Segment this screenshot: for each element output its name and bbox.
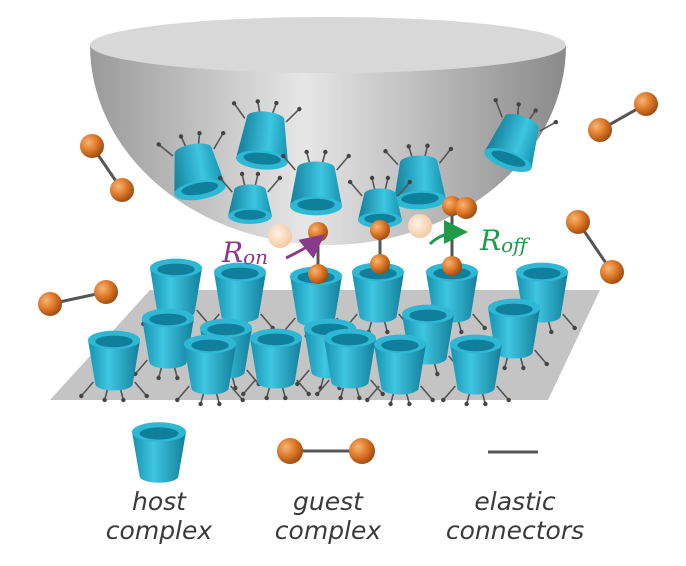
guest-bead (442, 256, 462, 276)
surface-host-cup (175, 334, 245, 407)
surface-host-cup (441, 334, 511, 407)
legend-host-cup (132, 422, 186, 483)
surface-host-cup (365, 334, 435, 407)
rate-on-label: Ron (221, 234, 325, 269)
sphere-host-cup (231, 99, 302, 170)
guest-bead (634, 92, 658, 116)
guest-bead (110, 178, 134, 202)
svg-text:Roff: Roff (479, 224, 531, 257)
sphere-host-cup (156, 130, 226, 201)
surface-host-complexes (79, 258, 577, 407)
sphere-host-cup (484, 97, 559, 173)
guest-bead (600, 260, 624, 284)
guest-bead (370, 254, 390, 274)
surface-host-cup (241, 328, 311, 401)
sphere-host-cup (383, 143, 454, 210)
legend-host-icon (132, 422, 186, 483)
legend-guest-icon (277, 438, 375, 464)
guest-bead (308, 264, 328, 284)
guest-bead (80, 134, 104, 158)
surface-host-cup (79, 330, 149, 403)
bound-guest-complex (370, 220, 390, 274)
guest-bead (38, 292, 62, 316)
guest-bead (370, 220, 390, 240)
rate-on-arrow (285, 234, 325, 260)
ghost-guest (408, 214, 432, 238)
rate-off-arrow (428, 220, 468, 246)
free-guest-complex (588, 92, 658, 142)
surface-host-cup (133, 308, 203, 381)
sphere-host-cup (281, 149, 351, 216)
free-guest-complexes (38, 92, 658, 316)
sphere-host-complexes (156, 97, 559, 228)
guest-bead (94, 280, 118, 304)
free-guest-complex (566, 210, 624, 284)
svg-text:Ron: Ron (221, 236, 268, 269)
sphere-host-cup (217, 171, 283, 224)
guest-bead (566, 210, 590, 234)
guest-bead (455, 197, 477, 219)
free-guest-complex (38, 280, 118, 316)
bound-guest-complex (308, 222, 328, 284)
ghost-guest (268, 224, 292, 248)
rate-off-label: Roff (428, 220, 531, 257)
free-guest-complex (80, 134, 134, 202)
surface-host-cup (315, 328, 385, 401)
guest-bead (588, 118, 612, 142)
